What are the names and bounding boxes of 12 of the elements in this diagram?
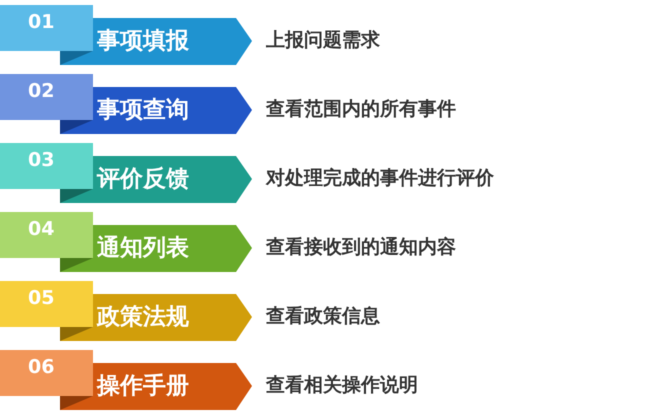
description-text: 查看范围内的所有事件 [266, 97, 456, 122]
description-text: 查看政策信息 [266, 304, 380, 329]
description-text: 上报问题需求 [266, 28, 380, 53]
description-text: 查看相关操作说明 [266, 373, 418, 398]
number-tab: 05 [0, 281, 93, 327]
number-tab: 04 [0, 212, 93, 258]
description-text: 查看接收到的通知内容 [266, 235, 456, 260]
number-tab: 02 [0, 74, 93, 120]
number-tab: 03 [0, 143, 93, 189]
number-tab: 06 [0, 350, 93, 396]
number-tab: 01 [0, 5, 93, 51]
description-text: 对处理完成的事件进行评价 [266, 166, 494, 191]
